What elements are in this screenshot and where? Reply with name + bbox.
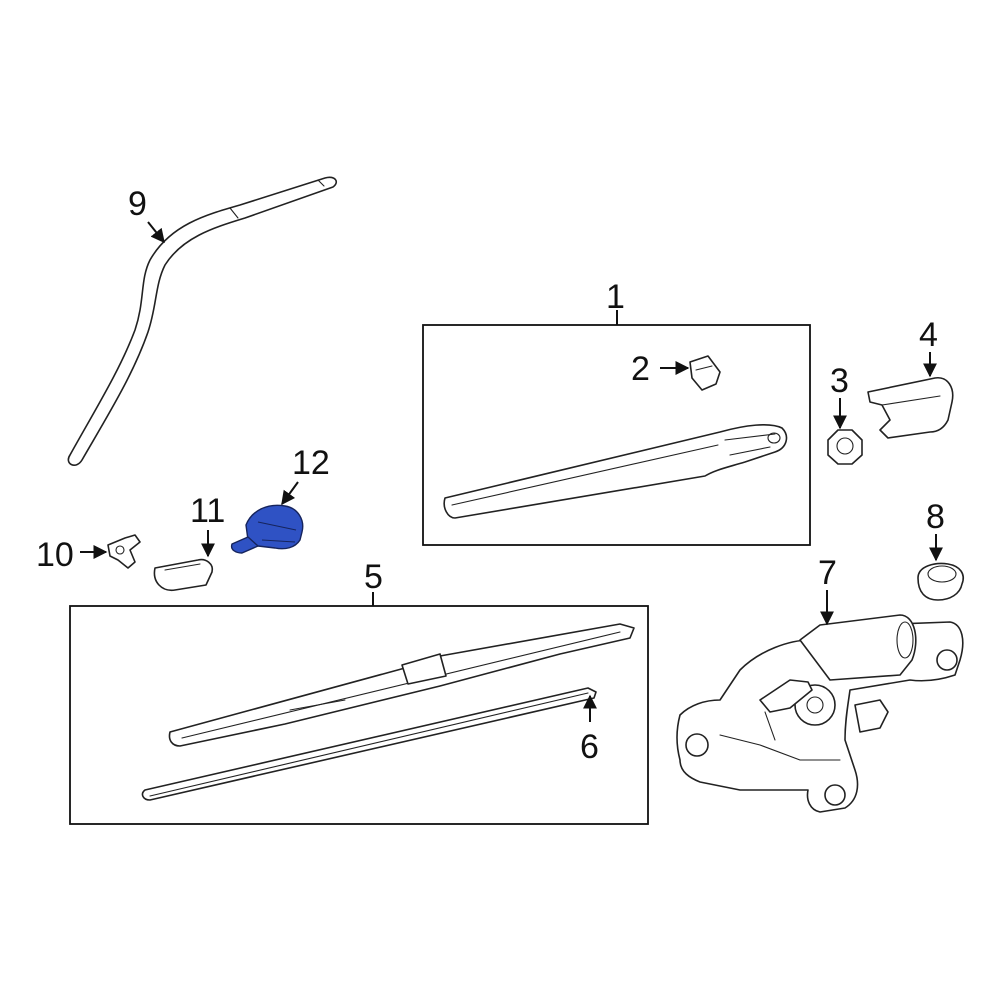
callout-label-7: 7	[818, 554, 837, 592]
part-12-washer-nozzle[interactable]	[230, 504, 304, 554]
callout-label-12: 12	[292, 444, 330, 482]
leader-lines	[80, 221, 943, 722]
callout-label-5: 5	[364, 558, 383, 596]
callout-label-10: 10	[36, 536, 74, 574]
part-5-wiper-blade-box	[69, 592, 649, 825]
callout-label-4: 4	[919, 316, 938, 354]
part-4-nut-cap[interactable]	[867, 377, 954, 439]
part-6-blade-refill[interactable]	[141, 687, 597, 801]
callout-label-9: 9	[128, 185, 147, 223]
part-2-arm-clip[interactable]	[689, 355, 721, 391]
callout-label-2: 2	[631, 350, 650, 388]
part-11-hose[interactable]	[153, 558, 214, 592]
callout-label-1: 1	[606, 278, 625, 316]
part-9-washer-hose[interactable]	[67, 176, 337, 466]
leader-9	[147, 221, 165, 244]
part-1-wiper-arm-box	[422, 310, 811, 546]
callout-label-8: 8	[926, 498, 945, 536]
part-3-nut[interactable]	[827, 429, 863, 465]
callout-label-6: 6	[580, 728, 599, 766]
wiper-arm[interactable]	[443, 424, 788, 519]
leader-12	[281, 481, 299, 506]
wiper-blade[interactable]	[168, 623, 635, 747]
callout-label-11: 11	[190, 492, 225, 530]
part-7-wiper-motor[interactable]	[676, 614, 964, 813]
callout-label-3: 3	[830, 362, 849, 400]
part-8-grommet[interactable]	[917, 562, 964, 601]
part-10-hose-joint[interactable]	[107, 534, 141, 569]
